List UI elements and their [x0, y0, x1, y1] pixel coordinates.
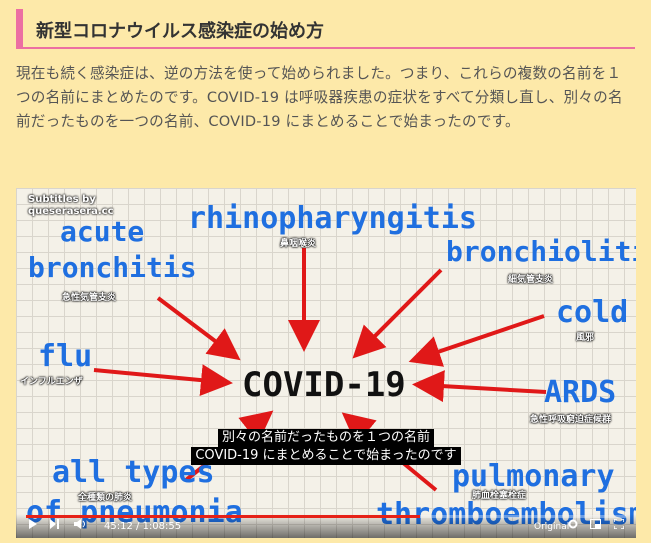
term-cold-jp: 風邪 [576, 333, 595, 343]
progress-fill [26, 515, 420, 518]
arrow-flu [93, 364, 233, 397]
term-bronchiolitis-jp: 細気管支炎 [508, 275, 554, 285]
arrow-diagram [93, 248, 547, 492]
settings-icon[interactable] [568, 519, 578, 533]
term-acute: acute [60, 215, 145, 248]
time-current: 45:12 [104, 521, 133, 532]
next-icon[interactable] [50, 519, 60, 533]
original-badge: Original [534, 522, 570, 532]
term-pulmonary: pulmonary [452, 459, 615, 494]
term-pulmonary-jp: 肺血栓塞栓症 [472, 491, 527, 501]
player-controls [16, 514, 636, 538]
term-pneumonia-jp: 全種類の肺炎 [78, 493, 133, 503]
time-display: 45:12 / 1:08:55 [104, 521, 181, 533]
subtitle-line-1: 別々の名前だったものを１つの名前 [16, 426, 636, 447]
arrow-bronchiolitis [352, 268, 443, 359]
arrow-acute [156, 296, 241, 361]
progress-bar[interactable] [26, 515, 626, 518]
term-bronchiolitis: bronchiolitis [446, 235, 636, 268]
volume-icon[interactable] [74, 519, 86, 533]
subtitle-line-2: COVID-19 にまとめることで始まったのです [16, 444, 636, 465]
term-rhinopharyngitis: rhinopharyngitis [188, 201, 477, 236]
term-acute-jp: 急性気管支炎 [62, 293, 117, 303]
play-icon[interactable] [28, 519, 38, 533]
video-player[interactable]: Subtitles by queserasera.cc acute bronch… [16, 188, 636, 538]
term-ards: ARDS [544, 375, 617, 410]
arrow-cold [408, 314, 545, 367]
subtitle-credit: Subtitles by queserasera.cc [28, 194, 114, 217]
miniplayer-icon[interactable] [590, 519, 601, 533]
intro-paragraph: 現在も続く感染症は、逆の方法を使って始められました。つまり、これらの複数の名前を… [16, 65, 623, 130]
center-label: COVID-19 [242, 365, 406, 405]
fullscreen-icon[interactable] [613, 518, 625, 533]
time-separator: / [136, 521, 140, 532]
term-flu-jp: インフルエンザ [20, 377, 83, 387]
time-total: 1:08:55 [142, 521, 182, 532]
term-bronchitis: bronchitis [28, 251, 197, 284]
term-cold: cold [556, 295, 629, 330]
term-rhino-jp: 鼻咽喉炎 [280, 239, 317, 249]
term-ards-jp: 急性呼吸窮迫症候群 [530, 415, 612, 425]
term-all-types: all types [52, 455, 215, 490]
section-heading: 新型コロナウイルス感染症の始め方 [16, 9, 635, 49]
section-title: 新型コロナウイルス感染症の始め方 [36, 21, 324, 42]
term-flu: flu [38, 339, 93, 374]
arrow-ards [412, 370, 547, 403]
